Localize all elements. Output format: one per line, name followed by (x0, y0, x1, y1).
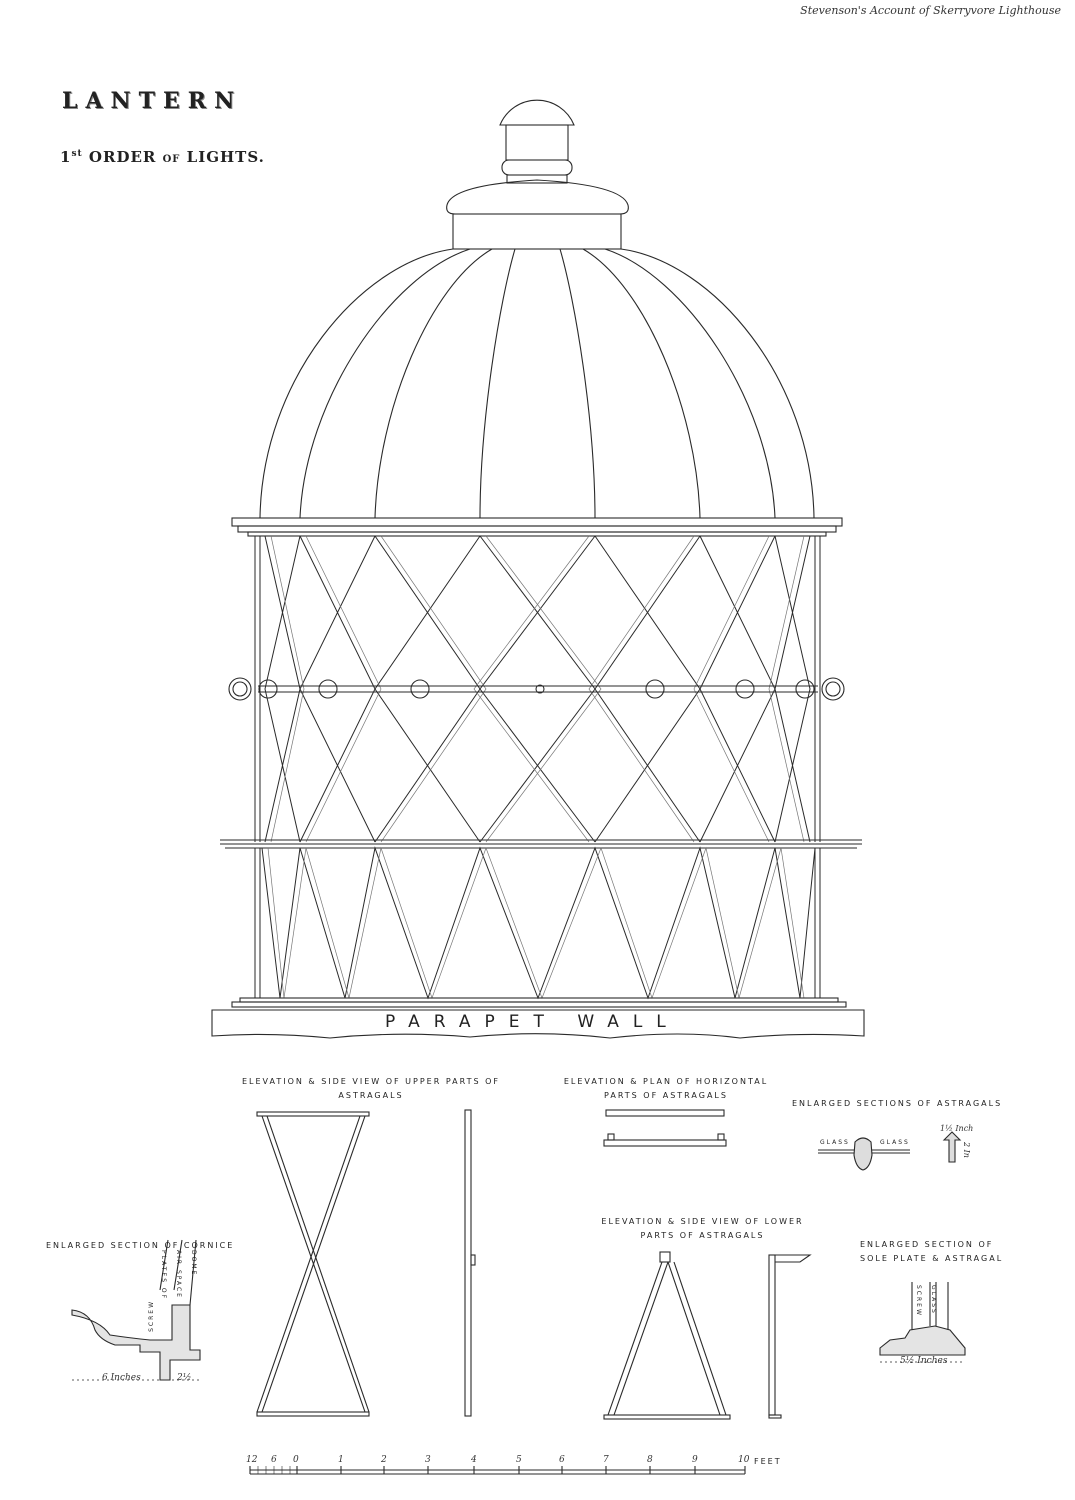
subtitle-ordinal-suffix: st (71, 149, 83, 159)
cornice-section (71, 1239, 201, 1381)
drawing-title: LANTERN (62, 88, 243, 114)
sole-plate-label-line1: ENLARGED SECTION OF (860, 1240, 994, 1249)
astragal-section-views (818, 1131, 962, 1171)
scale-tick-10ft: 10 (738, 1455, 750, 1465)
enlarged-sections-label: ENLARGED SECTIONS OF ASTRAGALS (792, 1099, 1003, 1108)
cornice-screw-label: SCREW (148, 1300, 155, 1332)
sole-plate-dimension: 5½ Inches (900, 1356, 948, 1366)
parapet-wall (211, 1009, 865, 1039)
subtitle-ordinal: 1 (60, 148, 72, 166)
lantern-dome (231, 248, 843, 537)
upper-astragals-label-line1: ELEVATION & SIDE VIEW OF UPPER PARTS OF (241, 1077, 501, 1086)
lower-astragal-elevation (603, 1251, 812, 1420)
sole-plate-label-line2: SOLE PLATE & ASTRAGAL (860, 1254, 1004, 1263)
parapet-wall-label: PARAPET WALL (385, 1012, 680, 1032)
cornice-plates-label: PLATES OF (160, 1250, 167, 1301)
upper-astragals (254, 535, 821, 843)
scale-tick-6in: 6 (271, 1455, 277, 1465)
upper-astragals-label-line2: ASTRAGALS (338, 1091, 404, 1100)
scale-tick-2ft: 2 (381, 1455, 387, 1465)
cornice-main-dimension: 6 Inches (102, 1373, 141, 1383)
scale-bar-graphic (249, 1466, 746, 1475)
subtitle-order: ORDER (88, 148, 157, 166)
scale-tick-5ft: 5 (516, 1455, 522, 1465)
cornice-dome-label: DOME (190, 1250, 197, 1277)
horizontal-astragals-label-line1: ELEVATION & PLAN OF HORIZONTAL (563, 1077, 769, 1086)
subtitle-lights: LIGHTS. (186, 148, 265, 166)
cornice-small-dimension: 2½ (177, 1373, 192, 1383)
header-credit: Stevenson's Account of Skerryvore Lighth… (800, 4, 1061, 17)
horizontal-astragals-label-line2: PARTS OF ASTRAGALS (604, 1091, 728, 1100)
scale-tick-4ft: 4 (471, 1455, 477, 1465)
sole-plate-screw-label: SCREW (915, 1285, 922, 1317)
scale-tick-12in: 12 (246, 1455, 258, 1465)
horizontal-astragal-views (603, 1109, 727, 1147)
glass-right-label: GLASS (880, 1139, 910, 1146)
lower-astragals (254, 846, 821, 1000)
drawing-subtitle: 1st ORDER OF LIGHTS. (60, 148, 265, 166)
subtitle-of: OF (162, 154, 181, 165)
lower-astragals-label-line2: PARTS OF ASTRAGALS (640, 1231, 765, 1240)
lower-astragals-label-line1: ELEVATION & SIDE VIEW OF LOWER (601, 1217, 804, 1226)
intermediate-ledge (220, 839, 862, 849)
ventilator-cap (446, 99, 629, 250)
mid-rail-rings (228, 677, 845, 701)
astragal-height-dimension: 2 In (962, 1142, 971, 1158)
scale-unit-label: FEET (754, 1457, 782, 1466)
sole-plate-section (879, 1282, 966, 1363)
glass-left-label: GLASS (820, 1139, 850, 1146)
scale-tick-1ft: 1 (338, 1455, 344, 1465)
sole-plate-glass-label: GLASS (930, 1285, 937, 1315)
scale-tick-3ft: 3 (425, 1455, 431, 1465)
scale-tick-0: 0 (293, 1455, 299, 1465)
cornice-airspace-label: AIR SPACE (175, 1250, 182, 1299)
upper-astragal-elevation (256, 1109, 476, 1417)
scale-tick-7ft: 7 (603, 1455, 609, 1465)
scale-tick-6ft: 6 (559, 1455, 565, 1465)
cornice-label: ENLARGED SECTION OF CORNICE (46, 1241, 235, 1250)
sole-plate (231, 997, 847, 1008)
astragal-width-dimension: 1½ Inch (940, 1124, 974, 1133)
scale-tick-9ft: 9 (692, 1455, 698, 1465)
scale-tick-8ft: 8 (647, 1455, 653, 1465)
